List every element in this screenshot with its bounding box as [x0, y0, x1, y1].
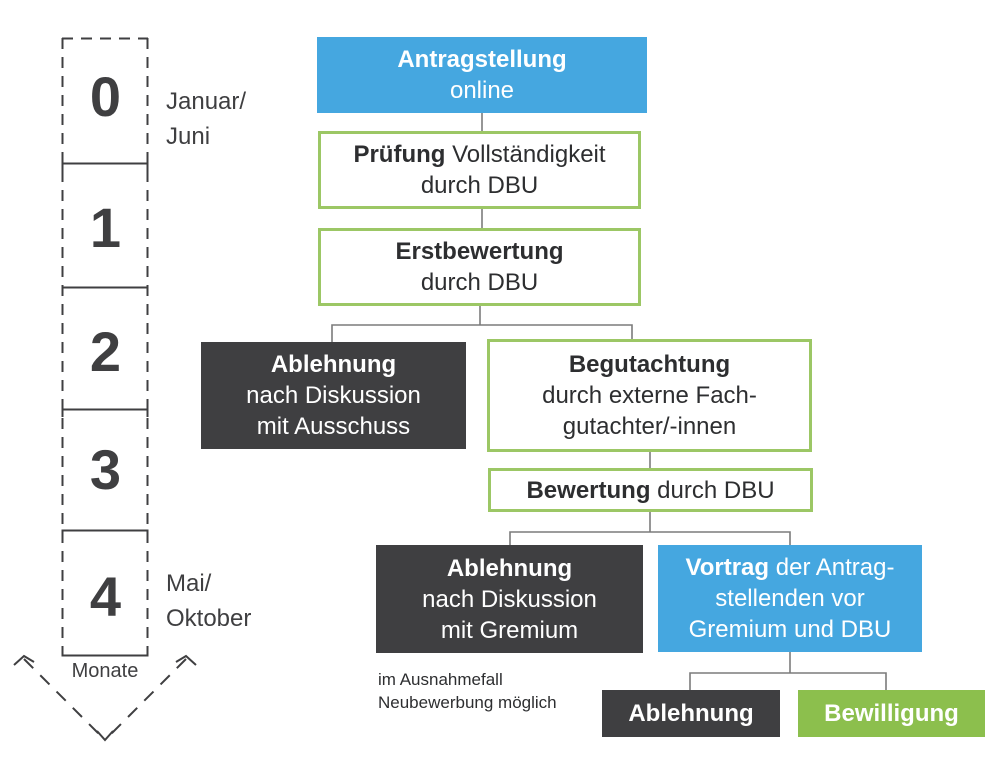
timeline-start-month-line1: Januar/: [166, 88, 247, 115]
box-ablehnung-gremium: Ablehnung nach Diskussion mit Gremium: [376, 545, 643, 653]
timeline-start-month-line2: Juni: [166, 123, 211, 150]
timeline-unit-label: Monate: [71, 660, 139, 682]
box-erstbewertung: Erstbewertung durch DBU: [318, 228, 641, 306]
box-pruefung: Prüfung Vollständigkeit durch DBU: [318, 131, 641, 209]
box-ablehnung-final-label: Ablehnung: [628, 700, 754, 727]
timeline-end-month-line2: Oktober: [166, 605, 252, 632]
box-vortrag-bold: Vortrag: [685, 554, 770, 581]
box-bewilligung-label: Bewilligung: [824, 700, 959, 727]
box-vortrag: Vortrag der Antrag- stellenden vor Gremi…: [658, 545, 922, 652]
flow-connectors: [331, 113, 887, 690]
timeline-end-month-line1: Mai/: [166, 570, 212, 597]
box-antragstellung: Antragstellung online: [317, 37, 647, 113]
box-pruefung-line2: durch DBU: [420, 172, 539, 199]
box-ablehnung-gremium-bold: Ablehnung: [446, 554, 573, 582]
box-begutachtung: Begutachtung durch externe Fach- gutacht…: [487, 339, 812, 452]
box-bewertung-rest: durch DBU: [650, 476, 775, 504]
box-pruefung-rest: Vollständigkeit: [445, 141, 606, 168]
box-ablehnung-ausschuss-line2: nach Diskussion: [246, 382, 421, 409]
box-begutachtung-line3: gutachter/-innen: [562, 413, 737, 440]
box-bewertung-bold: Bewertung: [526, 476, 651, 504]
timeline-end-months: Mai/ Oktober: [166, 566, 296, 636]
box-ablehnung-gremium-line3: mit Gremium: [440, 616, 579, 644]
box-ablehnung-ausschuss-line3: mit Ausschuss: [256, 413, 411, 440]
timeline-start-months: Januar/ Juni: [166, 84, 296, 154]
box-begutachtung-line2: durch externe Fach-: [542, 382, 757, 409]
box-bewertung: Bewertung durch DBU: [488, 468, 813, 512]
box-ablehnung-ausschuss: Ablehnung nach Diskussion mit Ausschuss: [201, 342, 466, 449]
box-erstbewertung-bold: Erstbewertung: [395, 238, 564, 265]
timeline-number-4: 4: [89, 565, 121, 628]
exception-note: im Ausnahmefall Neubewerbung möglich: [378, 668, 618, 714]
box-ablehnung-final: Ablehnung: [602, 690, 780, 737]
box-vortrag-rest: der Antrag-: [769, 554, 895, 581]
timeline-number-2: 2: [89, 320, 121, 383]
timeline-number-3: 3: [89, 438, 121, 501]
timeline-number-0: 0: [89, 65, 121, 128]
box-ablehnung-gremium-line2: nach Diskussion: [422, 585, 597, 613]
timeline-arrow-outline: [13, 37, 197, 742]
exception-note-line2: Neubewerbung möglich: [378, 693, 557, 712]
exception-note-line1: im Ausnahmefall: [378, 670, 503, 689]
box-antragstellung-title: Antragstellung: [397, 46, 567, 73]
box-ablehnung-ausschuss-bold: Ablehnung: [270, 351, 397, 378]
box-pruefung-bold: Prüfung: [353, 141, 446, 168]
box-begutachtung-bold: Begutachtung: [568, 351, 731, 378]
box-antragstellung-subtitle: online: [449, 77, 515, 104]
box-bewilligung: Bewilligung: [798, 690, 985, 737]
timeline-number-1: 1: [89, 196, 121, 259]
box-vortrag-line2: stellenden vor: [715, 585, 865, 612]
box-vortrag-line3: Gremium und DBU: [688, 616, 892, 643]
box-erstbewertung-line2: durch DBU: [420, 269, 539, 296]
